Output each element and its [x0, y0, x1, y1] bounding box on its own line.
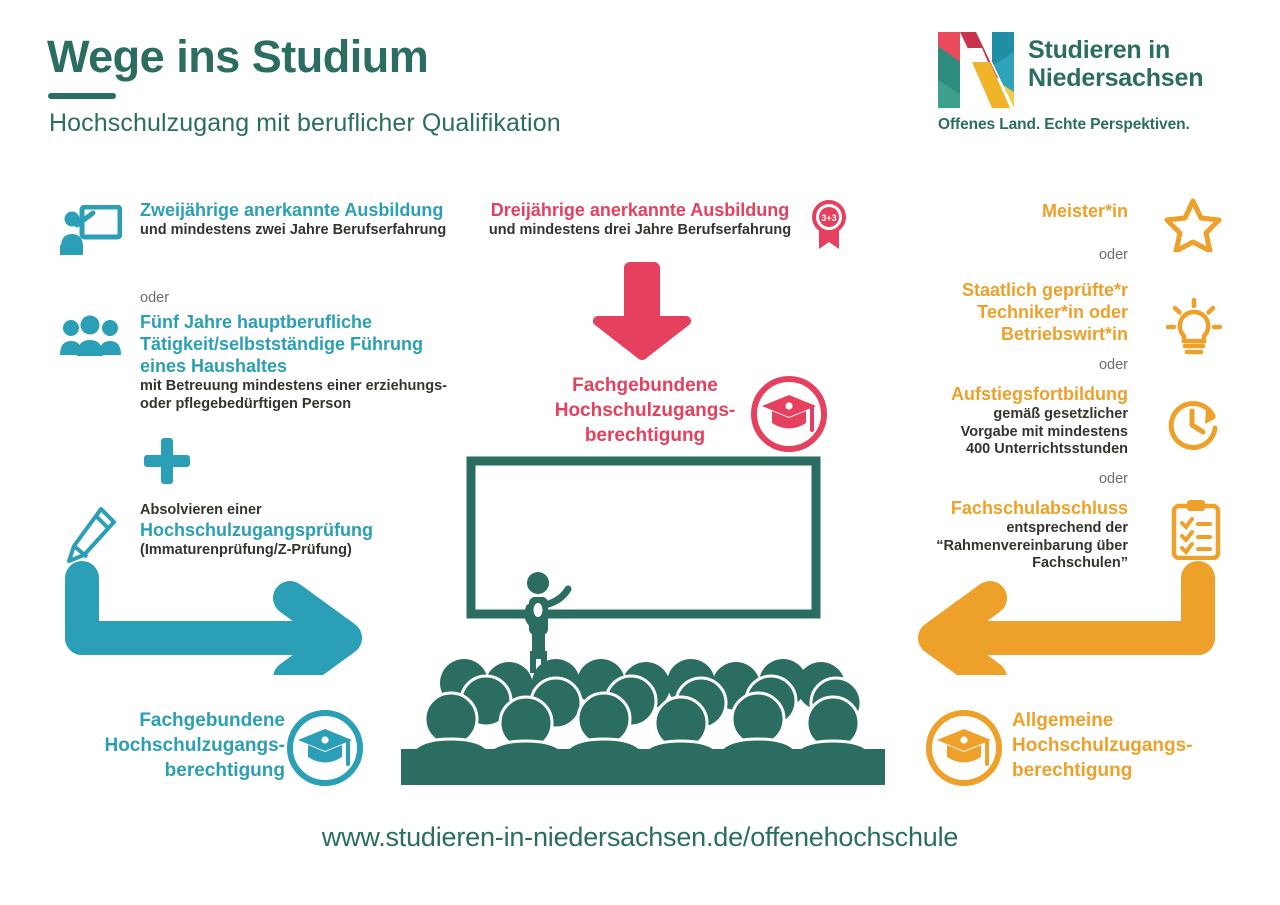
page-title: Wege ins Studium — [47, 31, 429, 82]
left-item-2-body: mit Betreuung mindestens einer erziehung… — [140, 377, 447, 412]
logo-claim: Offenes Land. Echte Perspektiven. — [938, 116, 1190, 133]
title-underline-rule — [48, 93, 116, 99]
left-item-3-lead: Absolvieren einer — [140, 502, 262, 518]
right-item-1-heading: Meister*in — [1041, 201, 1128, 221]
right-item-3-body-line3: 400 Unterrichtsstunden — [966, 441, 1128, 458]
brand-logo: Studieren in Niedersachsen Offenes Land.… — [938, 32, 1238, 144]
arrow-down-icon — [583, 256, 701, 366]
result-left-text: Fachgebundene Hochschulzugangs- berechti… — [85, 708, 285, 783]
lightbulb-icon — [1165, 297, 1223, 356]
result-right-line2: Hochschulzugangs- — [1012, 735, 1193, 757]
svg-text:3+3: 3+3 — [821, 213, 836, 223]
left-item-2-heading: Fünf Jahre hauptberufliche Tätigkeit/sel… — [140, 312, 424, 376]
footer-url[interactable]: www.studieren-in-niedersachsen.de/offene… — [321, 822, 959, 852]
right-item-3-body-line1: gemäß gesetzlicher — [993, 405, 1128, 422]
left-item-1-body: und mindestens zwei Jahre Berufserfahrun… — [140, 221, 447, 238]
left-item-1-text: Zweijährige anerkannte Ausbildung und mi… — [140, 200, 460, 240]
center-top-heading: Dreijährige anerkannte Ausbildung — [490, 200, 790, 220]
left-item-3-text: Absolvieren einer Hochschulzugangsprüfun… — [140, 502, 470, 559]
whiteboard-icon — [466, 456, 821, 619]
center-result-line2: Hochschulzugangs- — [554, 400, 736, 422]
logo-n-mark-icon — [938, 32, 1014, 108]
right-item-3-heading: Aufstiegsfortbildung — [951, 384, 1128, 404]
center-result-line1: Fachgebundene — [572, 375, 718, 396]
right-item-4-text: Fachschulabschluss entsprechend der “Rah… — [878, 498, 1128, 573]
result-right-line3: berechtigung — [1012, 760, 1133, 782]
right-connector-3: oder — [1098, 471, 1128, 487]
elbow-arrow-right-icon — [62, 560, 372, 695]
elbow-arrow-left-icon — [908, 560, 1218, 695]
plus-icon — [143, 437, 191, 485]
right-item-1-text: Meister*in — [878, 201, 1128, 223]
award-ribbon-3-plus-3-icon: 3+3 — [805, 199, 853, 251]
center-result-text: Fachgebundene Hochschulzugangs- berechti… — [520, 373, 770, 448]
graduation-cap-circle-icon — [750, 375, 828, 453]
right-item-3-body-line2: Vorgabe mit mindestens — [960, 423, 1128, 440]
page-subtitle: Hochschulzugang mit beruflicher Qualifik… — [49, 109, 561, 137]
result-right-text: Allgemeine Hochschulzugangs- berechtigun… — [1012, 708, 1227, 783]
logo-name-line2: Niedersachsen — [1028, 64, 1204, 92]
group-of-people-icon — [60, 315, 122, 357]
result-right-line1: Allgemeine — [1012, 710, 1114, 731]
presentation-person-icon — [60, 204, 123, 257]
logo-name-line1: Studieren in — [1028, 36, 1171, 64]
right-item-4-heading: Fachschulabschluss — [950, 498, 1128, 518]
clipboard-checklist-icon — [1170, 498, 1222, 561]
clock-arrow-icon — [1164, 396, 1222, 452]
right-item-4-body-line1: entsprechend der — [1006, 519, 1128, 536]
left-item-3-body: (Immaturenprüfung/Z-Prüfung) — [140, 541, 352, 558]
left-connector-1: oder — [140, 290, 170, 306]
right-item-2-heading-line1: Staatlich geprüfte*r — [961, 280, 1128, 300]
result-left-line1: Fachgebundene — [139, 710, 285, 731]
right-connector-1: oder — [1098, 247, 1128, 263]
graduation-cap-circle-icon — [925, 709, 1003, 787]
result-left-line3: berechtigung — [164, 760, 285, 782]
right-item-3-text: Aufstiegsfortbildung gemäß gesetzlicher … — [878, 384, 1128, 459]
pencil-icon — [66, 505, 118, 567]
center-top-body: und mindestens drei Jahre Berufserfahrun… — [488, 221, 792, 238]
left-item-2-text: Fünf Jahre hauptberufliche Tätigkeit/sel… — [140, 312, 460, 413]
right-item-2-text: Staatlich geprüfte*r Techniker*in oder B… — [878, 280, 1128, 346]
right-connector-2: oder — [1098, 357, 1128, 373]
left-item-3-heading: Hochschulzugangsprüfung — [140, 519, 373, 540]
star-icon — [1164, 196, 1222, 254]
graduation-cap-circle-icon — [286, 709, 364, 787]
left-item-1-heading: Zweijährige anerkannte Ausbildung — [140, 200, 444, 220]
lecture-hall-illustration — [396, 455, 896, 785]
right-item-2-heading-line3: Betriebswirt*in — [1000, 323, 1128, 344]
center-result-line3: berechtigung — [584, 425, 706, 447]
center-top-text: Dreijährige anerkannte Ausbildung und mi… — [470, 200, 810, 240]
right-item-4-body-line3: Fachschulen” — [1032, 555, 1128, 572]
lecturer-icon — [524, 572, 572, 673]
result-left-line2: Hochschulzugangs- — [104, 735, 285, 757]
right-item-4-body-line2: “Rahmenvereinbarung über — [936, 537, 1128, 554]
right-item-2-heading-line2: Techniker*in oder — [977, 301, 1128, 322]
logo-wordmark: Studieren in Niedersachsen — [1028, 36, 1203, 92]
